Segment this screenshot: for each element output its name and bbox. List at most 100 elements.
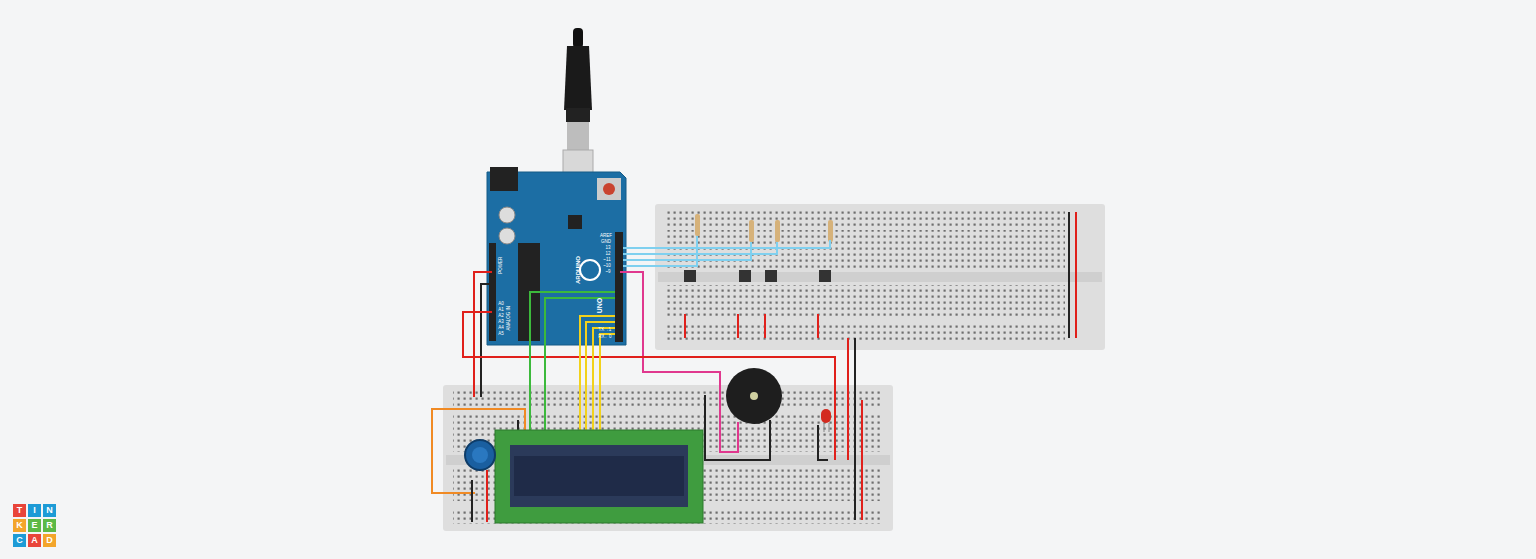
svg-part: [499, 228, 515, 244]
pin-label: POWER: [500, 256, 505, 273]
svg-part: [597, 178, 621, 200]
svg-part: [566, 108, 590, 122]
svg-part: [684, 270, 696, 282]
pin-label: GND: [601, 240, 611, 245]
svg-part: [13, 519, 26, 532]
breadboard: [655, 204, 1105, 350]
logo-letter: C: [16, 536, 23, 545]
svg-part: [821, 409, 831, 423]
pin-label: A4: [498, 326, 504, 331]
pin-label: ARDUINO: [575, 256, 581, 284]
pin-label: RX←0: [598, 335, 611, 340]
svg-part: [564, 46, 592, 110]
svg-part: [600, 334, 615, 432]
svg-part: [474, 272, 492, 397]
pin-label: A2: [498, 314, 504, 319]
logo: [13, 504, 56, 547]
svg-part: [573, 28, 583, 48]
wire: [818, 425, 828, 460]
svg-part: [567, 122, 589, 152]
wire: [580, 316, 615, 432]
svg-part: [453, 390, 883, 406]
svg-part: [655, 204, 1105, 350]
wire: [486, 470, 488, 522]
pin-label: 12: [605, 252, 610, 257]
usb-cable: [563, 28, 593, 175]
svg-part: [1075, 212, 1077, 338]
logo-letter: R: [46, 521, 53, 530]
svg-part: [623, 242, 751, 260]
wire: [471, 480, 473, 522]
pin-label: AREF: [600, 234, 612, 239]
svg-part: [819, 270, 831, 282]
svg-part: [510, 445, 688, 507]
svg-part: [13, 504, 26, 517]
pushbutton: [684, 270, 831, 282]
svg-part: [465, 440, 495, 470]
svg-part: [28, 504, 41, 517]
svg-part: [490, 167, 518, 191]
svg-part: [580, 260, 600, 280]
svg-part: [568, 215, 582, 229]
logo-letter: A: [31, 536, 38, 545]
svg-part: [580, 316, 615, 432]
svg-part: [563, 150, 593, 175]
logo-letter: K: [16, 521, 23, 530]
svg-part: [443, 385, 893, 531]
svg-part: [43, 504, 56, 517]
svg-part: [726, 368, 782, 424]
led: [821, 409, 831, 432]
logo-letter: N: [46, 506, 53, 515]
svg-part: [623, 240, 830, 248]
svg-part: [481, 284, 492, 397]
svg-part: [489, 243, 496, 341]
svg-part: [43, 519, 56, 532]
svg-part: [829, 423, 830, 432]
logo-letter: E: [31, 521, 37, 530]
svg-part: [530, 292, 615, 432]
svg-part: [817, 314, 819, 338]
svg-part: [824, 423, 825, 432]
svg-part: [737, 314, 739, 338]
svg-part: [472, 447, 488, 463]
pin-label: A3: [498, 320, 504, 325]
resistor-symbol: [695, 214, 833, 242]
wire: [623, 236, 830, 266]
pin-label: ANALOG IN: [507, 306, 512, 331]
svg-part: [750, 392, 758, 400]
svg-part: [749, 220, 754, 242]
svg-part: [487, 172, 626, 345]
svg-part: [658, 272, 1102, 282]
wire: [463, 272, 862, 520]
svg-part: [28, 534, 41, 547]
svg-part: [684, 314, 686, 338]
svg-part: [43, 534, 56, 547]
svg-part: [586, 322, 615, 432]
svg-part: [593, 328, 615, 432]
pin-label: 13: [605, 246, 610, 251]
logo-letter: D: [46, 536, 53, 545]
svg-part: [499, 207, 515, 223]
svg-part: [739, 270, 751, 282]
svg-part: [623, 242, 777, 254]
piezo-buzzer: [726, 368, 782, 424]
svg-part: [775, 220, 780, 242]
pin-label: ~9: [605, 270, 610, 275]
svg-part: [764, 314, 766, 338]
svg-part: [665, 285, 1065, 317]
arduino-board: [487, 167, 626, 345]
pin-label: TX→1: [599, 328, 612, 333]
lcd-display: [495, 430, 703, 523]
pin-label: UNO: [597, 297, 604, 313]
svg-part: [861, 400, 863, 520]
svg-part: [514, 456, 684, 496]
svg-part: [695, 214, 700, 236]
svg-part: [828, 220, 833, 242]
wire: [685, 314, 818, 338]
logo-letter: T: [17, 506, 23, 515]
svg-part: [545, 298, 615, 432]
svg-part: [765, 270, 777, 282]
svg-part: [495, 430, 703, 523]
